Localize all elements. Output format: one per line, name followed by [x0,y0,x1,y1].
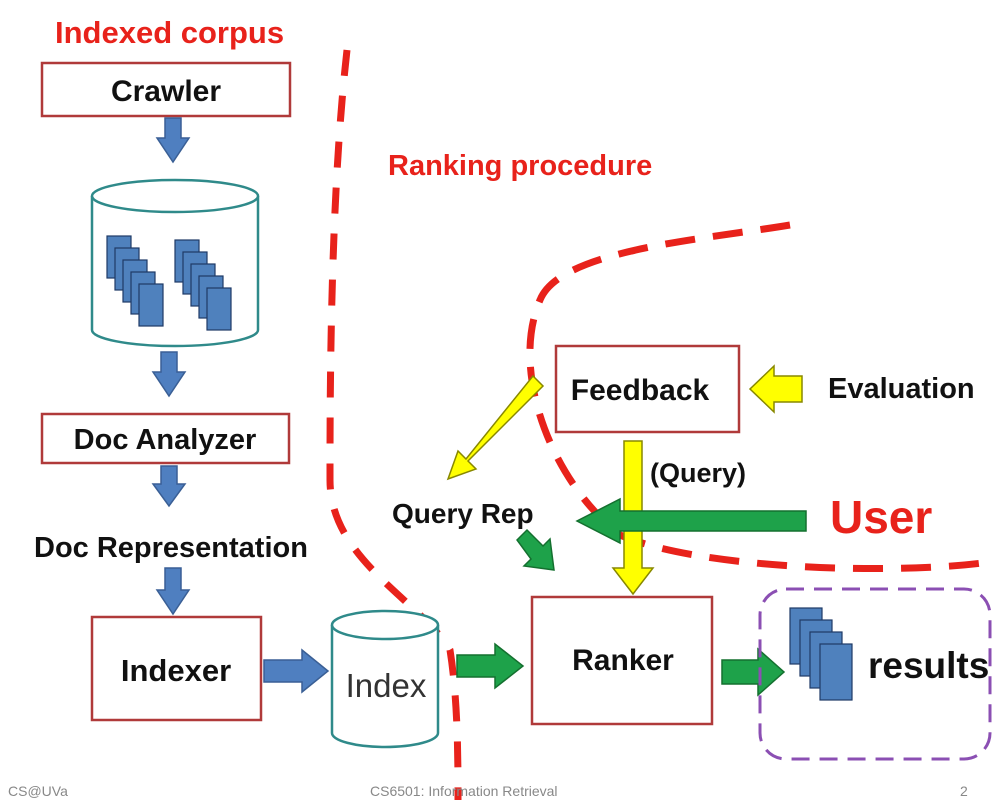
query-label: (Query) [650,458,746,488]
arrow-indexer-to-index [263,648,330,694]
doc-representation-label: Doc Representation [34,532,308,564]
boundary-indexing-ranking [326,49,462,801]
indexer-label: Indexer [121,653,231,688]
doc-analyzer-label: Doc Analyzer [74,424,257,456]
crawler-label: Crawler [111,75,221,108]
ranker-label: Ranker [572,644,674,677]
footer-center: CS6501: Information Retrieval [370,783,558,799]
ranker-box [530,595,714,726]
arrow-corpus-to-analyzer [151,351,187,398]
arrow-feedback-to-query-rep [446,374,545,481]
query-rep-label: Query Rep [392,498,534,529]
boundary-user [526,221,991,573]
arrow-ranker-to-results [721,647,786,697]
arrow-representation-to-indexer [155,567,191,616]
evaluation-label: Evaluation [828,373,975,405]
arrow-query-rep-to-ranker [516,528,555,571]
arrow-analyzer-to-representation [151,465,187,508]
document-stack-icon [106,235,164,327]
arrow-user-to-query-rep [575,497,807,545]
footer-left: CS@UVa [8,783,68,799]
region-label-user: User [830,491,932,543]
results-document-icon [789,607,853,701]
crawler-box [40,61,292,118]
index-label: Index [346,667,427,704]
arrow-evaluation-to-feedback [748,364,803,414]
feedback-box [554,344,741,434]
document-stack-icon [174,239,232,331]
results-label: results [868,645,989,686]
arrow-index-to-ranker [456,642,525,690]
region-label-ranking-procedure: Ranking procedure [388,150,652,182]
indexer-box [90,615,263,722]
index-cylinder [330,609,440,749]
results-region [758,587,992,761]
doc-analyzer-box [40,412,291,465]
arrow-crawler-to-corpus [155,117,191,164]
region-label-indexed-corpus: Indexed corpus [55,15,284,50]
feedback-label: Feedback [571,374,710,407]
footer-page-number: 2 [960,783,968,799]
